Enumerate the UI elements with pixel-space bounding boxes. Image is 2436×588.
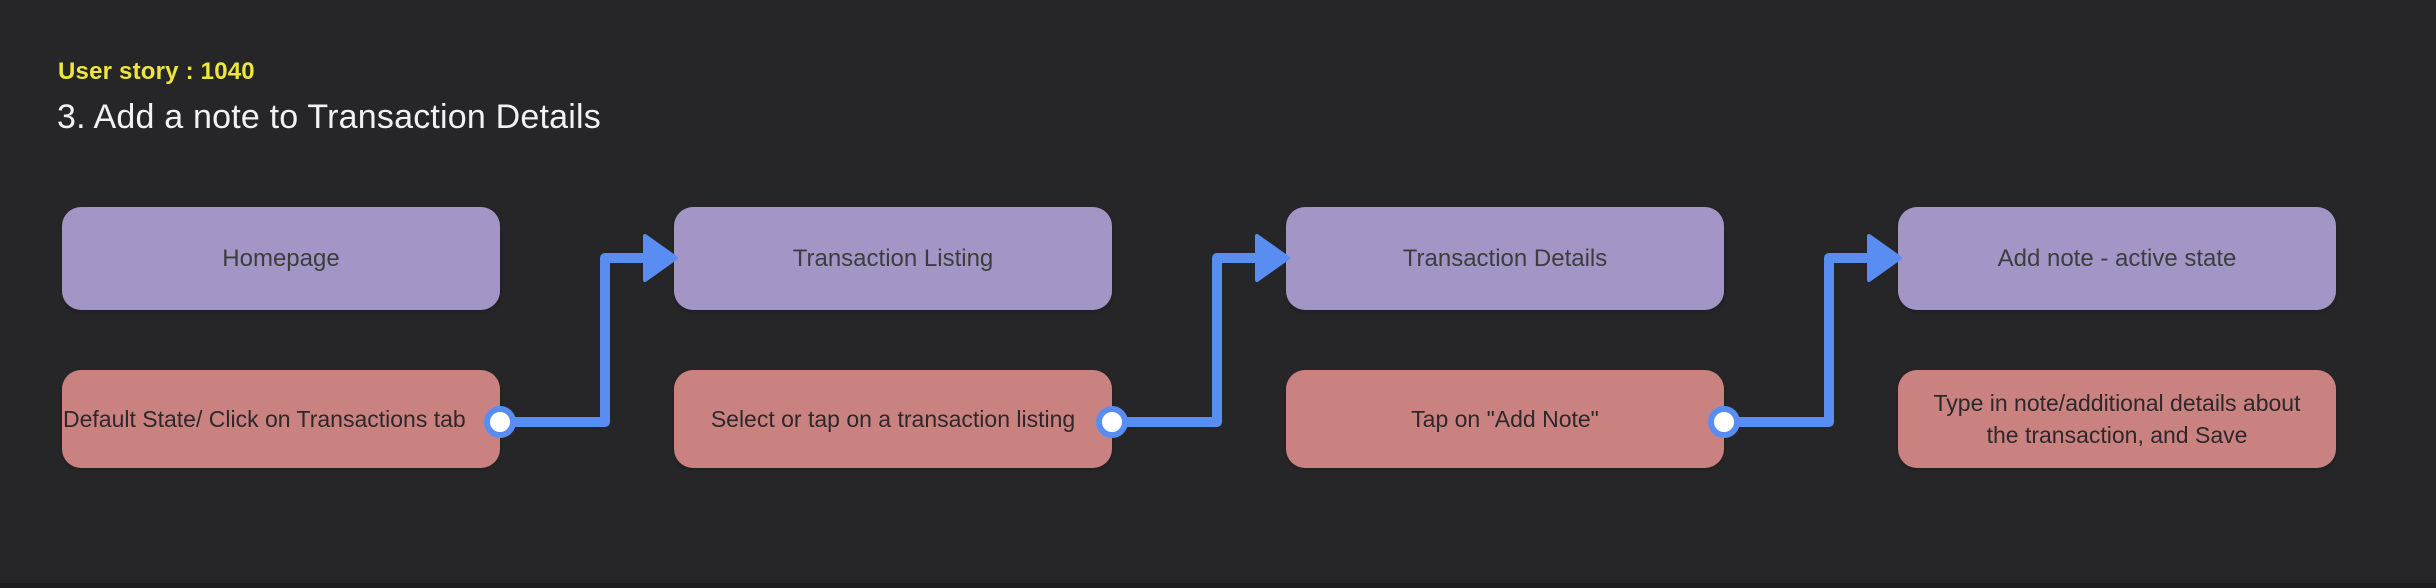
connector-3[interactable] (1708, 234, 1902, 438)
screen-node-label: Transaction Listing (792, 244, 994, 272)
action-node-label: Default State/ Click on Transactions tab (63, 405, 466, 432)
screen-node-transaction-details[interactable]: Transaction Details (1286, 207, 1724, 310)
screen-node-transaction-listing[interactable]: Transaction Listing (674, 207, 1112, 310)
connector-2[interactable] (1096, 234, 1290, 438)
connector-line (1719, 253, 1877, 427)
canvas-bottom-edge (0, 583, 2436, 588)
screen-node-homepage[interactable]: Homepage (62, 207, 500, 310)
screen-node-label: Transaction Details (1402, 244, 1608, 272)
action-node-3[interactable]: Tap on "Add Note" (1286, 370, 1724, 468)
action-node-label: Select or tap on a transaction listing (710, 405, 1076, 432)
connector-1[interactable] (484, 234, 678, 438)
action-node-1[interactable]: Default State/ Click on Transactions tab (62, 370, 500, 468)
screen-node-label: Add note - active state (1997, 244, 2237, 272)
connector-arrowhead-icon (1867, 234, 1902, 282)
connector-arrowhead-icon (1255, 234, 1290, 282)
connector-line (495, 253, 653, 427)
action-node-2[interactable]: Select or tap on a transaction listing (674, 370, 1112, 468)
connector-arrowhead-icon (643, 234, 678, 282)
connector-line (1107, 253, 1265, 427)
screen-node-label: Homepage (222, 244, 340, 272)
screen-node-add-note-active[interactable]: Add note - active state (1898, 207, 2336, 310)
user-story-label: User story : 1040 (58, 58, 255, 85)
page-title: 3. Add a note to Transaction Details (57, 98, 601, 136)
action-node-4[interactable]: Type in note/additional details about th… (1898, 370, 2336, 468)
action-node-label: Tap on "Add Note" (1411, 405, 1599, 432)
action-node-label: Type in note/additional details about th… (1933, 389, 2301, 448)
